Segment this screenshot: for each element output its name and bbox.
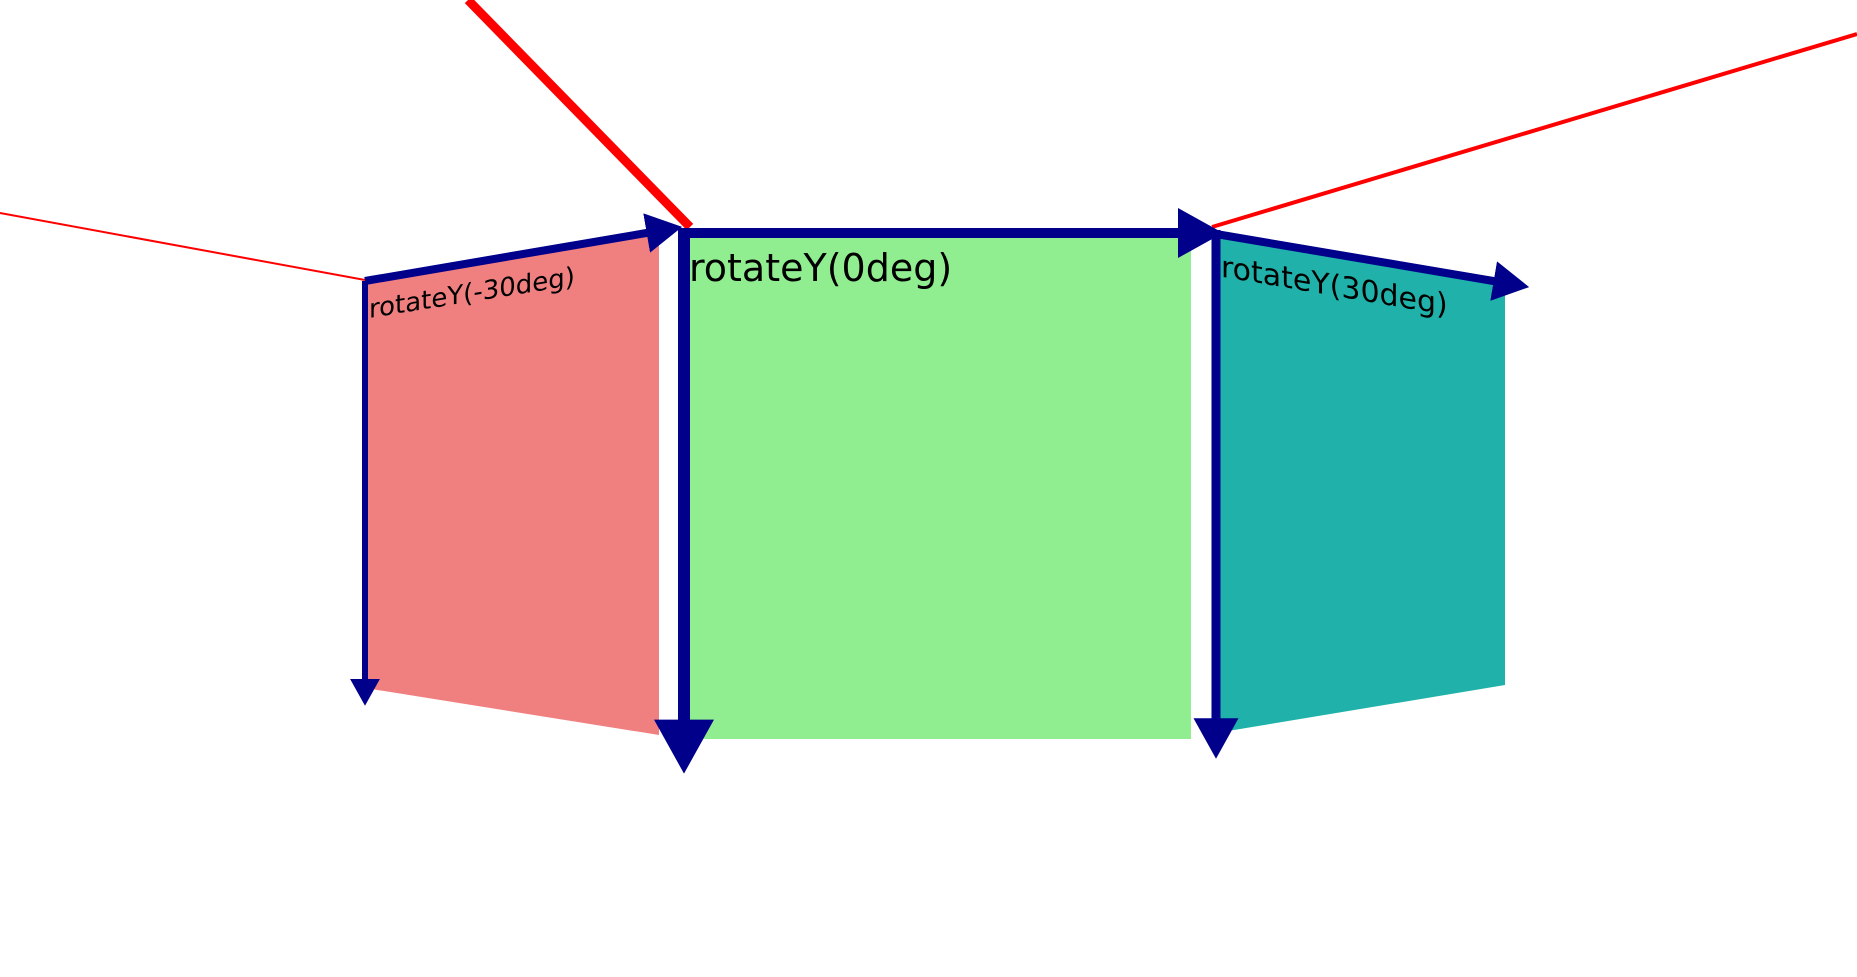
left-panel [365,233,659,735]
center-panel [684,228,1191,739]
perspective-line-right [1211,32,1857,229]
right-panel [1216,234,1505,733]
perspective-line-center [464,0,694,231]
perspective-line-left [0,212,366,281]
center-panel-label: rotateY(0deg) [689,246,952,290]
left-panel-x-axis-arrow [364,213,683,285]
right-panel-x-axis-arrow [1215,230,1530,301]
